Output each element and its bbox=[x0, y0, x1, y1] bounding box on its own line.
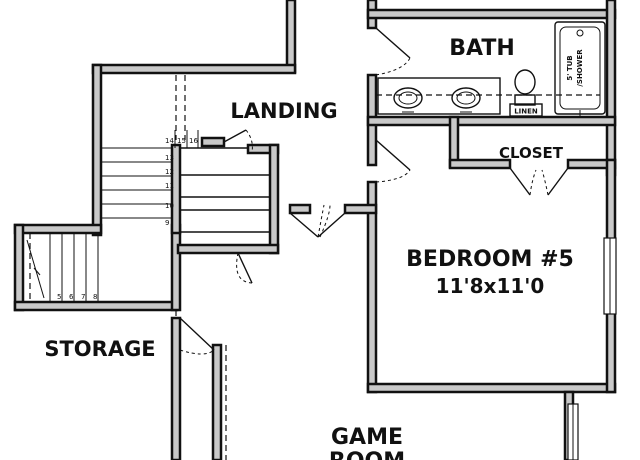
stair-number: 5 bbox=[57, 293, 61, 301]
stair-number: 9 bbox=[165, 219, 169, 227]
wall-segment bbox=[176, 243, 280, 255]
wall-segment bbox=[170, 223, 182, 312]
stair-number: 11 bbox=[165, 182, 174, 190]
game-room-label-line1: GAME bbox=[331, 425, 403, 450]
wall-segment bbox=[13, 223, 103, 235]
wall-segment bbox=[91, 63, 297, 75]
wall-segment bbox=[170, 143, 182, 235]
stair-number: 10 bbox=[165, 202, 174, 210]
wall-segment bbox=[268, 143, 280, 255]
closet-label: CLOSET bbox=[499, 144, 564, 162]
stair-number: 8 bbox=[93, 293, 97, 301]
stairs-upper: 14 15 16 13 12 11 10 9 bbox=[101, 75, 270, 233]
stair-number: 6 bbox=[69, 293, 74, 301]
wall-segment bbox=[448, 158, 512, 170]
linen-cabinet bbox=[509, 103, 543, 117]
wall-segment bbox=[170, 316, 182, 460]
sink bbox=[451, 87, 481, 109]
stairs-lower: 5 6 7 8 bbox=[22, 233, 99, 302]
window bbox=[603, 237, 617, 315]
tub-label-line1: 5' TUB bbox=[566, 55, 574, 80]
walls bbox=[13, 0, 617, 460]
stair-number: 14 bbox=[165, 137, 174, 145]
bedroom-size-label: 11'8x11'0 bbox=[436, 274, 545, 298]
room-labels: BATH LANDING CLOSET BEDROOM #5 11'8x11'0… bbox=[44, 36, 574, 460]
toilet-tank bbox=[514, 94, 536, 106]
stair-number: 7 bbox=[81, 293, 85, 301]
doors bbox=[179, 27, 569, 355]
wall-segment bbox=[343, 203, 378, 215]
linen-label: LINEN bbox=[514, 108, 538, 116]
wall-segment bbox=[13, 300, 179, 312]
sink bbox=[393, 87, 423, 109]
stair-number: 12 bbox=[165, 168, 174, 176]
bedroom-label: BEDROOM #5 bbox=[406, 247, 574, 272]
bath-label: BATH bbox=[449, 36, 515, 61]
tub-label-line2: /SHOWER bbox=[576, 49, 584, 87]
wall-segment bbox=[605, 0, 617, 177]
wall-segment bbox=[200, 136, 226, 148]
game-room-label-line2: ROOM bbox=[329, 449, 405, 460]
wall-segment bbox=[91, 63, 103, 237]
wall-segment bbox=[211, 343, 223, 460]
wall-segment bbox=[366, 8, 617, 20]
wall-segment bbox=[285, 0, 297, 74]
wall-segment bbox=[366, 115, 617, 127]
stair-number: 13 bbox=[165, 154, 174, 162]
wall-segment bbox=[288, 203, 312, 215]
vanity bbox=[377, 77, 501, 115]
bath-fixtures: LINEN 5' TUB /SHOWER bbox=[377, 21, 606, 117]
toilet-bowl bbox=[514, 69, 536, 95]
dashed-lines bbox=[175, 94, 600, 460]
landing-label: LANDING bbox=[230, 99, 337, 123]
stair-number: 15 bbox=[177, 137, 186, 145]
stair-number: 16 bbox=[189, 137, 198, 145]
wall-segment bbox=[13, 223, 25, 312]
storage-label: STORAGE bbox=[44, 337, 155, 361]
wall-segment bbox=[366, 382, 617, 394]
window bbox=[567, 403, 579, 460]
